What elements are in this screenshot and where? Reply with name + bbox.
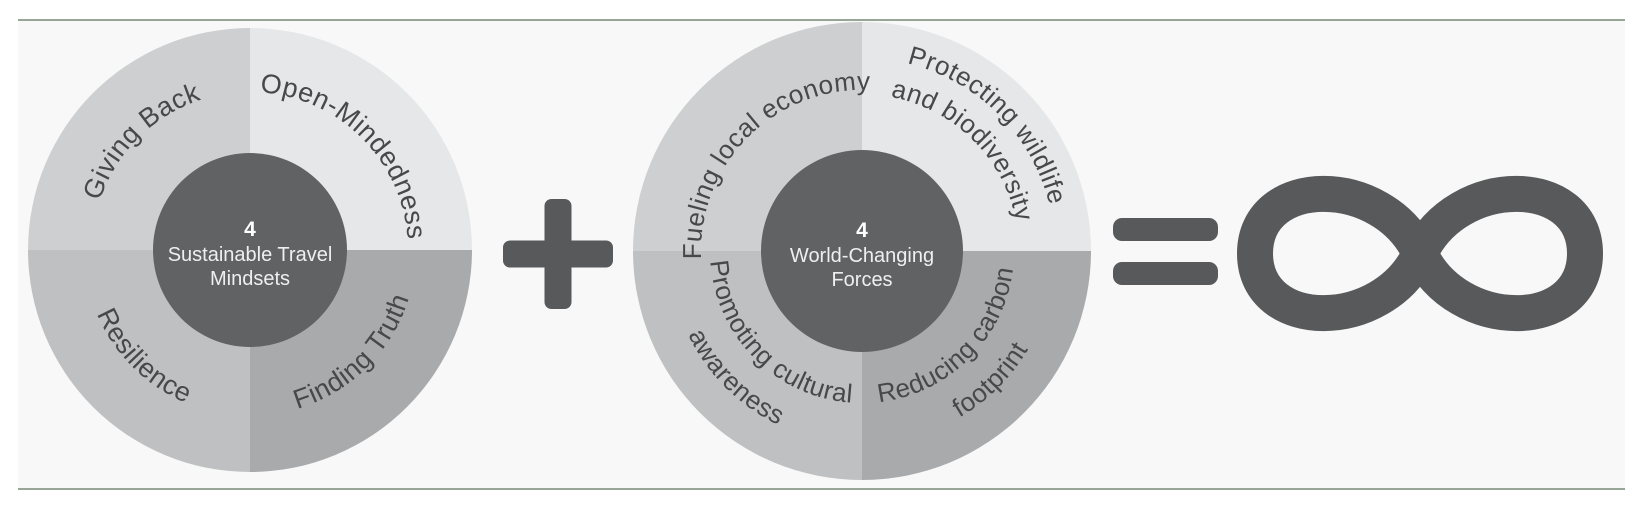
mindsets-wheel: Giving Back Open-Mindedness Resilience F… <box>28 28 472 472</box>
mindsets-hub-count: 4 <box>244 218 256 241</box>
forces-hub-count: 4 <box>856 219 868 242</box>
mindsets-hub-title-line2: Mindsets <box>210 268 290 290</box>
mindsets-hub-circle <box>153 153 347 347</box>
forces-wheel: Fueling local economy Protecting wildlif… <box>633 22 1091 480</box>
forces-hub-circle <box>761 150 963 352</box>
mindsets-hub-title-line1: Sustainable Travel <box>168 244 333 266</box>
plus-icon <box>503 199 613 309</box>
equals-icon <box>1113 218 1218 285</box>
forces-hub-title-line2: Forces <box>831 269 892 291</box>
infinity-icon <box>1237 175 1603 332</box>
forces-hub-title-line1: World-Changing <box>790 245 934 267</box>
